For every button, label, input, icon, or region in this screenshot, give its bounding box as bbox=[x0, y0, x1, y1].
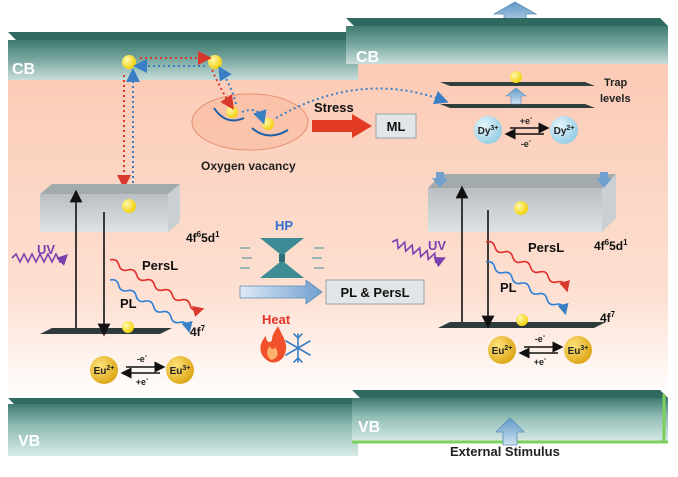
pl-persl-arrow bbox=[239, 279, 323, 305]
eu3-ion-left bbox=[166, 356, 194, 384]
band-shift-arrow-right bbox=[596, 172, 612, 188]
level-5d-right: 4f65d1 bbox=[594, 238, 628, 253]
eu2-ion-left bbox=[90, 356, 118, 384]
eu-equilibrium-arrows-right bbox=[518, 341, 564, 359]
trap-levels-label-2: levels bbox=[600, 93, 631, 105]
persl-wave-left bbox=[109, 258, 205, 317]
external-stimulus-label: External Stimulus bbox=[450, 444, 560, 459]
cb-label-left: CB bbox=[12, 61, 35, 78]
uv-wave-left bbox=[11, 252, 68, 266]
vb-label-left: VB bbox=[18, 433, 40, 450]
vb-band-left bbox=[8, 398, 358, 456]
eu-plus-e-right: +e- bbox=[534, 356, 547, 367]
trap-electron bbox=[510, 71, 522, 83]
persl-label-left: PersL bbox=[142, 258, 178, 273]
electron-5d-right bbox=[514, 201, 528, 215]
persl-label-right: PersL bbox=[528, 240, 564, 255]
pl-label-left: PL bbox=[120, 296, 137, 311]
electron-4f-right bbox=[516, 314, 528, 326]
trap-levels-label-1: Trap bbox=[604, 77, 628, 89]
pl-persl-box bbox=[325, 279, 425, 305]
snowflake-icon bbox=[285, 333, 311, 363]
eu-minus-e-right: -e- bbox=[535, 333, 546, 344]
eu-plus-e-left: +e- bbox=[136, 376, 149, 387]
stress-arrow bbox=[312, 114, 372, 138]
trap-release-arrow bbox=[505, 87, 527, 105]
electron-cb-left bbox=[122, 55, 136, 69]
persl-wave-right bbox=[485, 240, 570, 293]
vacancy-well-2 bbox=[251, 127, 289, 137]
uv-label-right: UV bbox=[428, 238, 446, 253]
dy3-ion bbox=[474, 116, 502, 144]
trap-arrow-blue bbox=[218, 66, 237, 105]
eu-5d-box-left bbox=[40, 184, 180, 232]
vacancy-well-1 bbox=[213, 107, 245, 122]
dy-equilibrium-arrows bbox=[504, 122, 550, 140]
pl-wave-right bbox=[485, 260, 569, 316]
ground-level-left bbox=[40, 328, 172, 334]
dy-minus-e: -e- bbox=[521, 138, 532, 149]
electron-4f-left bbox=[122, 321, 134, 333]
trap-arrow-red bbox=[211, 69, 234, 110]
oxygen-vacancy-label: Oxygen vacancy bbox=[201, 159, 296, 173]
uv-wave-right bbox=[391, 238, 446, 268]
ml-box bbox=[375, 113, 417, 139]
eu3-ion-right bbox=[564, 336, 592, 364]
dy2-ion bbox=[550, 116, 578, 144]
trapped-electron-1 bbox=[226, 106, 238, 118]
electron-cb-right bbox=[208, 55, 222, 69]
heat-label: Heat bbox=[262, 312, 291, 327]
external-stimulus-arrow bbox=[495, 417, 525, 446]
hp-label: HP bbox=[275, 218, 293, 233]
cb-band-right bbox=[346, 18, 668, 64]
eu-equilibrium-arrows-left bbox=[120, 361, 166, 379]
trap-levels bbox=[440, 82, 595, 108]
uv-label-left: UV bbox=[37, 242, 55, 257]
eu-minus-e-left: -e- bbox=[137, 353, 148, 364]
eu2-ion-right bbox=[488, 336, 516, 364]
cb-label-right: CB bbox=[356, 49, 379, 66]
dy-plus-e: +e- bbox=[520, 115, 533, 126]
electron-5d-left bbox=[122, 199, 136, 213]
oxygen-vacancy-zone bbox=[191, 93, 309, 151]
pl-persl-label: PL & PersL bbox=[340, 285, 409, 300]
pl-wave-left bbox=[109, 278, 193, 334]
band-shift-arrow-left bbox=[432, 172, 448, 188]
vb-label-right: VB bbox=[358, 419, 380, 436]
trapped-electron-2 bbox=[262, 118, 274, 130]
flame-icon bbox=[260, 326, 287, 363]
hydraulic-press-icon bbox=[240, 238, 324, 278]
level-5d-left: 4f65d1 bbox=[186, 230, 220, 245]
pl-label-right: PL bbox=[500, 280, 517, 295]
cb-band-left bbox=[8, 32, 358, 80]
ml-label: ML bbox=[387, 119, 406, 134]
stress-label: Stress bbox=[314, 100, 354, 115]
